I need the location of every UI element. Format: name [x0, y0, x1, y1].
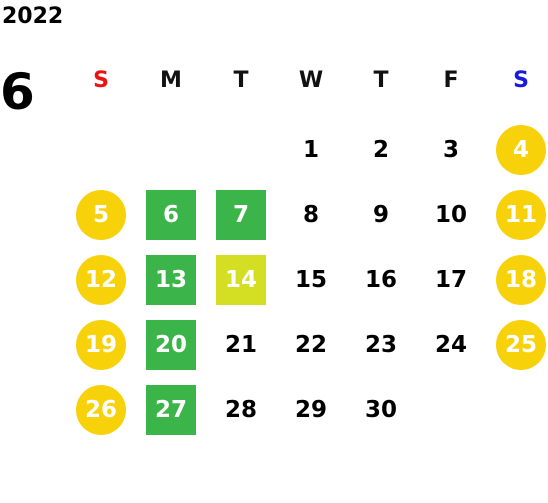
weekday-mon: M	[160, 67, 182, 93]
day-23[interactable]: 23	[364, 332, 397, 358]
day-20[interactable]: 20	[146, 320, 196, 370]
day-cell: 4	[486, 122, 548, 178]
day-cell: 1	[276, 122, 346, 178]
day-24[interactable]: 24	[434, 332, 467, 358]
day-cell	[416, 382, 486, 438]
day-2[interactable]: 2	[372, 137, 389, 163]
day-cell: 18	[486, 252, 548, 308]
day-cell: 8	[276, 187, 346, 243]
day-28[interactable]: 28	[224, 397, 257, 423]
day-cell: 22	[276, 317, 346, 373]
day-15[interactable]: 15	[294, 267, 327, 293]
day-cell: 25	[486, 317, 548, 373]
month-label: 6	[0, 63, 35, 121]
day-cell	[486, 382, 548, 438]
day-18[interactable]: 18	[496, 255, 546, 305]
day-cell: 13	[136, 252, 206, 308]
day-21[interactable]: 21	[224, 332, 257, 358]
year-label: 2022	[2, 4, 64, 29]
weekday-header: S M T W T F S	[66, 62, 548, 98]
day-cell: 6	[136, 187, 206, 243]
day-16[interactable]: 16	[364, 267, 397, 293]
week-row: 19 20 21 22 23 24 25	[66, 317, 548, 373]
day-cell: 10	[416, 187, 486, 243]
weekday-sun: S	[93, 67, 109, 93]
day-13[interactable]: 13	[146, 255, 196, 305]
day-1[interactable]: 1	[302, 137, 319, 163]
day-cell: 15	[276, 252, 346, 308]
day-5[interactable]: 5	[76, 190, 126, 240]
day-27[interactable]: 27	[146, 385, 196, 435]
day-10[interactable]: 10	[434, 202, 467, 228]
day-cell: 24	[416, 317, 486, 373]
week-row: 12 13 14 15 16 17 18	[66, 252, 548, 308]
day-cell: 26	[66, 382, 136, 438]
day-cell: 21	[206, 317, 276, 373]
day-cell	[136, 122, 206, 178]
day-9[interactable]: 9	[372, 202, 389, 228]
weekday-tue: T	[233, 67, 249, 93]
day-7[interactable]: 7	[216, 190, 266, 240]
day-cell: 14	[206, 252, 276, 308]
day-cell: 29	[276, 382, 346, 438]
day-cell	[66, 122, 136, 178]
day-25[interactable]: 25	[496, 320, 546, 370]
day-cell: 7	[206, 187, 276, 243]
day-cell: 23	[346, 317, 416, 373]
day-cell: 16	[346, 252, 416, 308]
day-8[interactable]: 8	[302, 202, 319, 228]
day-cell: 11	[486, 187, 548, 243]
day-cell: 28	[206, 382, 276, 438]
weekday-fri: F	[443, 67, 459, 93]
weekday-wed: W	[298, 67, 324, 93]
day-cell: 9	[346, 187, 416, 243]
day-cell: 27	[136, 382, 206, 438]
day-cell: 17	[416, 252, 486, 308]
day-cell: 20	[136, 317, 206, 373]
day-cell: 19	[66, 317, 136, 373]
day-cell: 3	[416, 122, 486, 178]
day-12[interactable]: 12	[76, 255, 126, 305]
day-19[interactable]: 19	[76, 320, 126, 370]
day-cell: 2	[346, 122, 416, 178]
day-30[interactable]: 30	[364, 397, 397, 423]
day-14[interactable]: 14	[216, 255, 266, 305]
day-6[interactable]: 6	[146, 190, 196, 240]
day-26[interactable]: 26	[76, 385, 126, 435]
day-cell: 12	[66, 252, 136, 308]
day-17[interactable]: 17	[434, 267, 467, 293]
week-row: 26 27 28 29 30	[66, 382, 548, 438]
day-11[interactable]: 11	[496, 190, 546, 240]
week-row: 1 2 3 4	[66, 122, 548, 178]
day-3[interactable]: 3	[442, 137, 459, 163]
day-cell	[206, 122, 276, 178]
weekday-sat: S	[513, 67, 529, 93]
day-4[interactable]: 4	[496, 125, 546, 175]
day-22[interactable]: 22	[294, 332, 327, 358]
day-cell: 30	[346, 382, 416, 438]
day-cell: 5	[66, 187, 136, 243]
weekday-thu: T	[373, 67, 389, 93]
day-29[interactable]: 29	[294, 397, 327, 423]
